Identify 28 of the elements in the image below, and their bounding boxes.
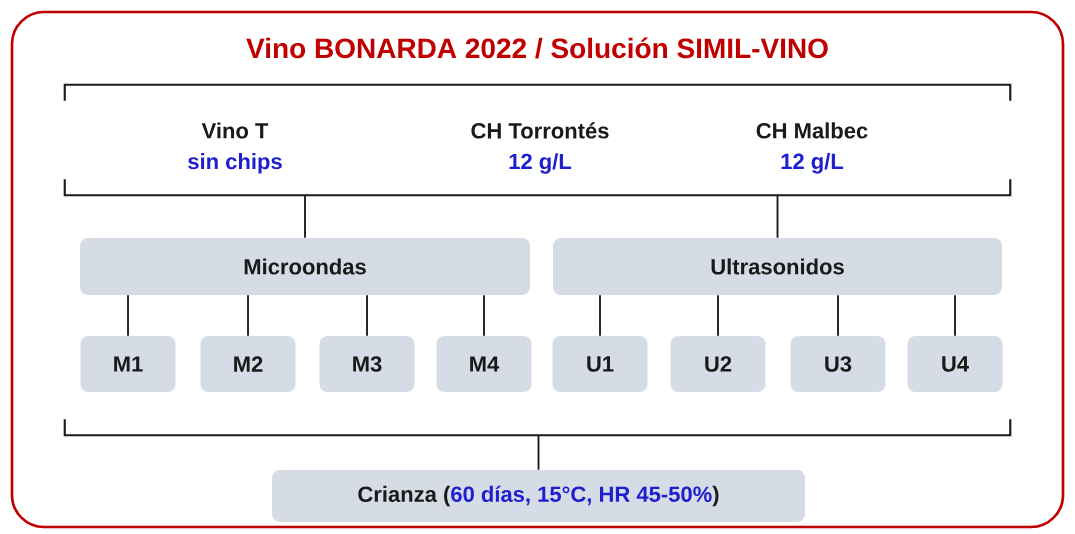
connector-line [247, 294, 249, 337]
process-box: Microondas [80, 238, 530, 295]
process-box: U4 [907, 336, 1003, 392]
connector-line [954, 294, 956, 337]
bracket [63, 419, 1012, 437]
connector-line [776, 194, 779, 239]
connector-line [304, 194, 306, 239]
process-box: U2 [670, 336, 766, 392]
treatment-label: Vino T sin chips [188, 122, 282, 174]
process-box: M4 [436, 336, 532, 392]
connector-line [483, 294, 485, 337]
title: Vino BONARDA 2022 / Solución SIMIL-VINO [246, 37, 828, 59]
connector-line [127, 294, 129, 337]
connector-line [837, 294, 839, 337]
connector-line [537, 434, 540, 471]
process-box: M3 [319, 336, 415, 392]
treatment-label: CH Torrontés 12 g/L [471, 122, 609, 174]
process-box: Crianza (60 días, 15°C, HR 45-50%) [272, 470, 805, 522]
treatment-label: CH Malbec 12 g/L [756, 122, 868, 174]
process-box: U3 [790, 336, 886, 392]
process-box: M2 [200, 336, 296, 392]
process-box: Ultrasonidos [553, 238, 1002, 295]
bracket [63, 83, 1012, 197]
connector-line [599, 294, 601, 337]
connector-line [717, 294, 719, 337]
connector-line [366, 294, 368, 337]
process-box: M1 [80, 336, 176, 392]
process-box: U1 [552, 336, 648, 392]
